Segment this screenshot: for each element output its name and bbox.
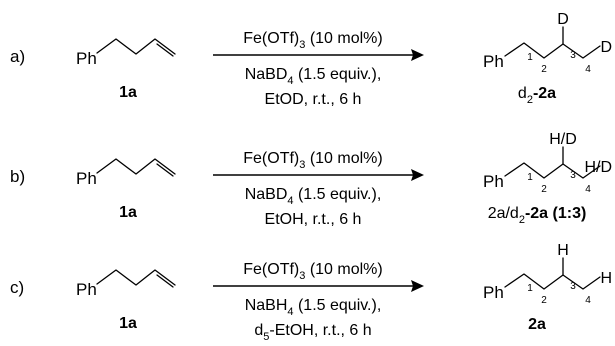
- substrate-ph-label: Ph: [76, 49, 97, 68]
- reaction-row: b) Ph 1a Fe(OTf)3 (10 mol%) NaBD4 (1.5 equiv…: [10, 131, 612, 228]
- arrow-head: [411, 280, 424, 292]
- product-chain-bond: [504, 42, 601, 59]
- carbon-locant: 1: [527, 283, 533, 294]
- product-label: 2a: [528, 316, 546, 333]
- reagent-above-arrow: Fe(OTf)3 (10 mol%): [243, 30, 382, 51]
- carbon-locant: 3: [570, 50, 576, 61]
- reagent-above-arrow: Fe(OTf)3 (10 mol%): [243, 261, 382, 282]
- reagent-above-arrow: Fe(OTf)3 (10 mol%): [243, 150, 382, 171]
- substrate-double-bond: [156, 43, 174, 57]
- substrate-chain-bond: [96, 158, 176, 175]
- carbon-locant: 3: [570, 281, 576, 292]
- carbon-locant: 1: [527, 172, 533, 183]
- substrate-chain-bond: [96, 269, 176, 286]
- solvent-conditions: d5-EtOH, r.t., 6 h: [254, 322, 371, 343]
- c4-isotope-label: D: [600, 39, 612, 56]
- arrow-head: [411, 49, 424, 61]
- substrate-double-bond: [156, 163, 174, 177]
- c3-isotope-label: H: [557, 242, 569, 259]
- solvent-conditions: EtOD, r.t., 6 h: [265, 91, 362, 108]
- arrow-head: [411, 169, 424, 181]
- substrate-label: 1a: [119, 204, 137, 221]
- reaction-row: c) Ph 1a Fe(OTf)3 (10 mol%) NaBH4 (1.5 equiv…: [10, 242, 612, 343]
- row-label: c): [10, 278, 24, 297]
- substrate-chain-bond: [96, 38, 176, 55]
- product-label: d2-2a: [518, 85, 556, 106]
- carbon-locant: 1: [527, 52, 533, 63]
- carbon-locant: 2: [541, 295, 547, 306]
- carbon-locant: 4: [585, 295, 591, 306]
- product-ph-label: Ph: [483, 283, 504, 302]
- solvent-conditions: EtOH, r.t., 6 h: [265, 211, 362, 228]
- carbon-locant: 4: [585, 184, 591, 195]
- product-ph-label: Ph: [483, 172, 504, 191]
- carbon-locant: 3: [570, 170, 576, 181]
- reagent-below-arrow: NaBH4 (1.5 equiv.),: [245, 297, 382, 318]
- substrate-double-bond: [156, 274, 174, 288]
- substrate-label: 1a: [119, 84, 137, 101]
- product-chain-bond: [504, 162, 601, 179]
- c3-isotope-label: H/D: [549, 131, 577, 148]
- carbon-locant: 4: [585, 64, 591, 75]
- row-label: b): [10, 167, 25, 186]
- product-label: 2a/d2-2a (1:3): [488, 205, 587, 226]
- c4-isotope-label: H/D: [584, 159, 612, 176]
- substrate-ph-label: Ph: [76, 280, 97, 299]
- substrate-ph-label: Ph: [76, 169, 97, 188]
- carbon-locant: 2: [541, 184, 547, 195]
- c3-isotope-label: D: [557, 11, 569, 28]
- reagent-below-arrow: NaBD4 (1.5 equiv.),: [245, 186, 382, 207]
- c4-isotope-label: H: [600, 270, 612, 287]
- reaction-row: a) Ph 1a Fe(OTf)3 (10 mol%) NaBD4 (1.5 equiv…: [10, 11, 612, 108]
- row-label: a): [10, 47, 25, 66]
- reagent-below-arrow: NaBD4 (1.5 equiv.),: [245, 66, 382, 87]
- carbon-locant: 2: [541, 64, 547, 75]
- product-ph-label: Ph: [483, 52, 504, 71]
- product-chain-bond: [504, 273, 601, 290]
- substrate-label: 1a: [119, 315, 137, 332]
